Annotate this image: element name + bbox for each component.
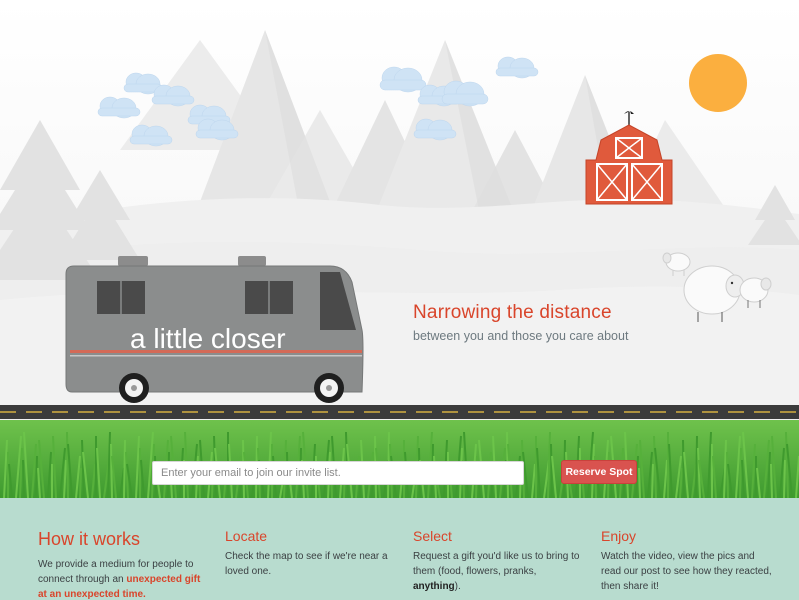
email-input[interactable]: [152, 461, 524, 485]
reserve-spot-button[interactable]: Reserve Spot: [561, 460, 637, 484]
landscape-illustration: a little closer: [0, 0, 799, 498]
select-text-main: Request a gift you'd like us to bring to…: [413, 551, 580, 577]
clouds: [97, 56, 539, 147]
select-text-end: ).: [454, 581, 461, 592]
how-it-works-section: How it works We provide a medium for peo…: [0, 498, 799, 600]
how-it-works-title: How it works: [38, 529, 141, 549]
signup-form: [152, 461, 524, 485]
select-text-strong: anything: [413, 581, 455, 592]
select-text: Request a gift you'd like us to bring to…: [413, 549, 583, 594]
barn-icon: [585, 111, 673, 205]
bus-illustration: a little closer: [65, 256, 364, 403]
enjoy-text: Watch the video, view the pics and read …: [601, 551, 772, 592]
hero-section: a little closer Narrowing the distance b…: [0, 0, 799, 498]
locate-column: Locate Check the map to see if we're nea…: [225, 528, 395, 579]
pine-trees: [0, 120, 799, 280]
sheep-icon: [662, 252, 772, 322]
how-it-works-text-main: We provide a medium for people to connec…: [38, 559, 194, 585]
how-it-works-highlight: unexpected gift at an unexpected time.: [38, 574, 201, 600]
sun-icon: [689, 54, 747, 112]
hero-subline: between you and those you care about: [413, 329, 629, 343]
select-title: Select: [413, 528, 452, 544]
bus-slogan: a little closer: [130, 323, 286, 354]
grass: [0, 420, 799, 498]
locate-title: Locate: [225, 528, 268, 544]
how-it-works-text: We provide a medium for people to connec…: [38, 557, 208, 600]
enjoy-title: Enjoy: [601, 528, 637, 544]
locate-text: Check the map to see if we're near a lov…: [225, 551, 388, 577]
enjoy-column: Enjoy Watch the video, view the pics and…: [601, 528, 776, 594]
tagline: Narrowing the distance between you and t…: [413, 302, 628, 343]
select-column: Select Request a gift you'd like us to b…: [413, 528, 583, 594]
hero-headline: Narrowing the distance: [413, 302, 612, 323]
how-it-works-column: How it works We provide a medium for peo…: [38, 529, 208, 600]
